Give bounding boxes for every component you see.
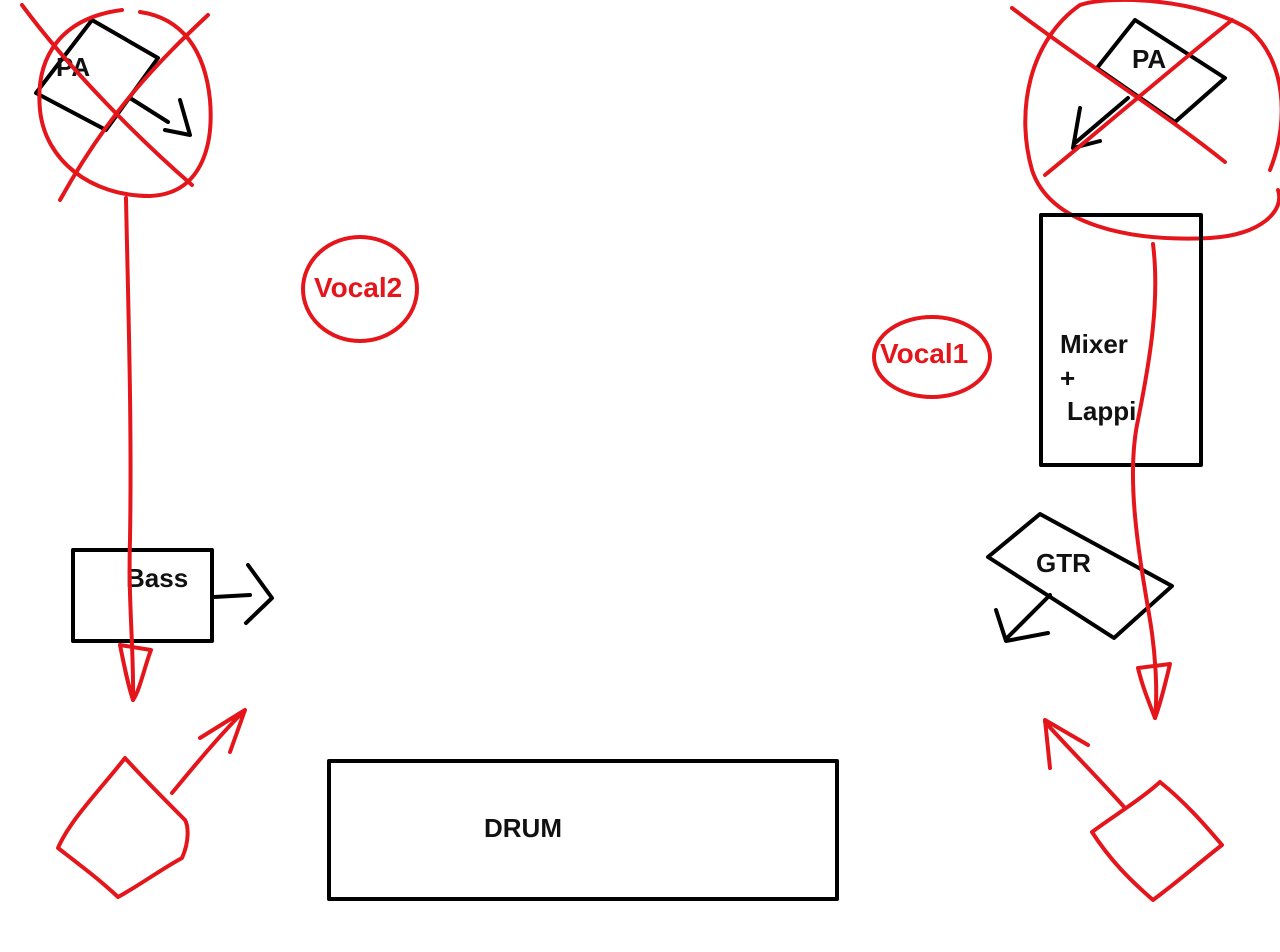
pa-left-cross-stroke bbox=[58, 13, 210, 202]
pa-right-label: PA bbox=[1132, 44, 1166, 74]
left-routing-arrowhead bbox=[118, 643, 153, 702]
pa-right-cross-stroke bbox=[1010, 6, 1227, 164]
monitor-left-direction-arrow bbox=[170, 708, 247, 795]
pa-left: PA bbox=[20, 3, 213, 202]
drum-riser: DRUM bbox=[327, 759, 839, 901]
vocal2: Vocal2 bbox=[301, 235, 419, 343]
mixer-lappi: Mixer + Lappi bbox=[1039, 213, 1203, 467]
bass-direction-arrow bbox=[212, 563, 274, 625]
monitor-right bbox=[1043, 718, 1224, 902]
pa-right-circle bbox=[1023, 0, 1280, 241]
mixer-box bbox=[1039, 213, 1203, 467]
drum-label: DRUM bbox=[484, 813, 562, 843]
vocal1-label: Vocal1 bbox=[880, 338, 968, 369]
right-routing-arrowhead bbox=[1136, 662, 1172, 720]
monitor-left bbox=[56, 708, 247, 899]
monitor-left-wedge bbox=[56, 756, 190, 899]
bass-amp: Bass bbox=[71, 548, 274, 643]
pa-right-direction-arrow bbox=[1071, 96, 1130, 150]
gtr-direction-arrow bbox=[994, 593, 1052, 643]
pa-right: PA bbox=[1010, 0, 1280, 241]
vocal2-circle bbox=[301, 235, 419, 343]
mixer-label-line1: Mixer bbox=[1060, 329, 1128, 359]
pa-right-cross-stroke bbox=[1043, 18, 1234, 177]
mixer-label-line2: + bbox=[1060, 363, 1075, 393]
left-routing-line bbox=[124, 196, 136, 702]
vocal2-label: Vocal2 bbox=[314, 272, 402, 303]
bass-label: Bass bbox=[126, 563, 188, 593]
pa-left-direction-arrow bbox=[128, 96, 192, 137]
drum-box bbox=[327, 759, 839, 901]
monitor-right-wedge bbox=[1090, 780, 1224, 902]
pa-left-box bbox=[34, 18, 160, 132]
gtr-label: GTR bbox=[1036, 548, 1091, 578]
right-routing-line bbox=[1130, 242, 1159, 720]
vocal1: Vocal1 bbox=[872, 315, 992, 399]
mixer-label-line3: Lappi bbox=[1067, 396, 1136, 426]
vocal1-circle bbox=[872, 315, 992, 399]
pa-left-cross-stroke bbox=[20, 3, 194, 187]
gtr-amp: GTR bbox=[986, 512, 1174, 643]
monitor-right-direction-arrow bbox=[1043, 718, 1127, 810]
gtr-box bbox=[986, 512, 1174, 640]
bass-box bbox=[71, 548, 214, 643]
pa-left-circle bbox=[37, 8, 213, 198]
